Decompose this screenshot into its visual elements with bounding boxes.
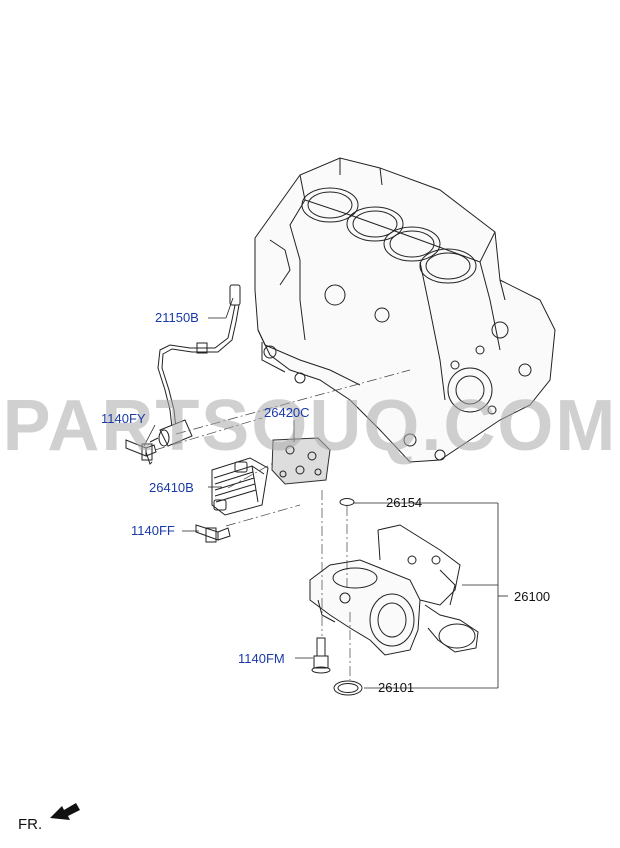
gasket-ring-26101-drawing bbox=[333, 680, 363, 696]
o-ring-26154-drawing bbox=[339, 498, 355, 506]
callout-26154[interactable]: 26154 bbox=[386, 495, 423, 510]
bolt-1140ff-drawing bbox=[195, 524, 231, 543]
callout-21150b[interactable]: 21150B bbox=[155, 310, 199, 325]
engine-block-drawing bbox=[254, 157, 556, 463]
center-lines bbox=[154, 369, 411, 680]
callout-26410b[interactable]: 26410B bbox=[149, 480, 194, 495]
oil-cooler-26410b-drawing bbox=[211, 457, 269, 516]
gasket-26420c-drawing bbox=[271, 437, 331, 485]
callout-1140fy[interactable]: 1140FY bbox=[101, 411, 146, 426]
oil-pump-26100-drawing bbox=[309, 524, 479, 656]
callout-26101[interactable]: 26101 bbox=[378, 680, 415, 695]
front-arrow-icon bbox=[50, 803, 80, 820]
front-direction-label: FR. bbox=[18, 816, 43, 833]
leader-lines bbox=[143, 297, 508, 689]
callout-1140ff[interactable]: 1140FF bbox=[131, 523, 175, 538]
callout-1140fm[interactable]: 1140FM bbox=[238, 651, 285, 666]
bolt-1140fm-drawing bbox=[311, 637, 331, 674]
callout-26420c[interactable]: 26420C bbox=[264, 405, 310, 420]
callout-26100[interactable]: 26100 bbox=[514, 589, 551, 604]
sensor-harness-drawing bbox=[149, 284, 241, 447]
bolt-1140fy-drawing bbox=[125, 439, 157, 465]
